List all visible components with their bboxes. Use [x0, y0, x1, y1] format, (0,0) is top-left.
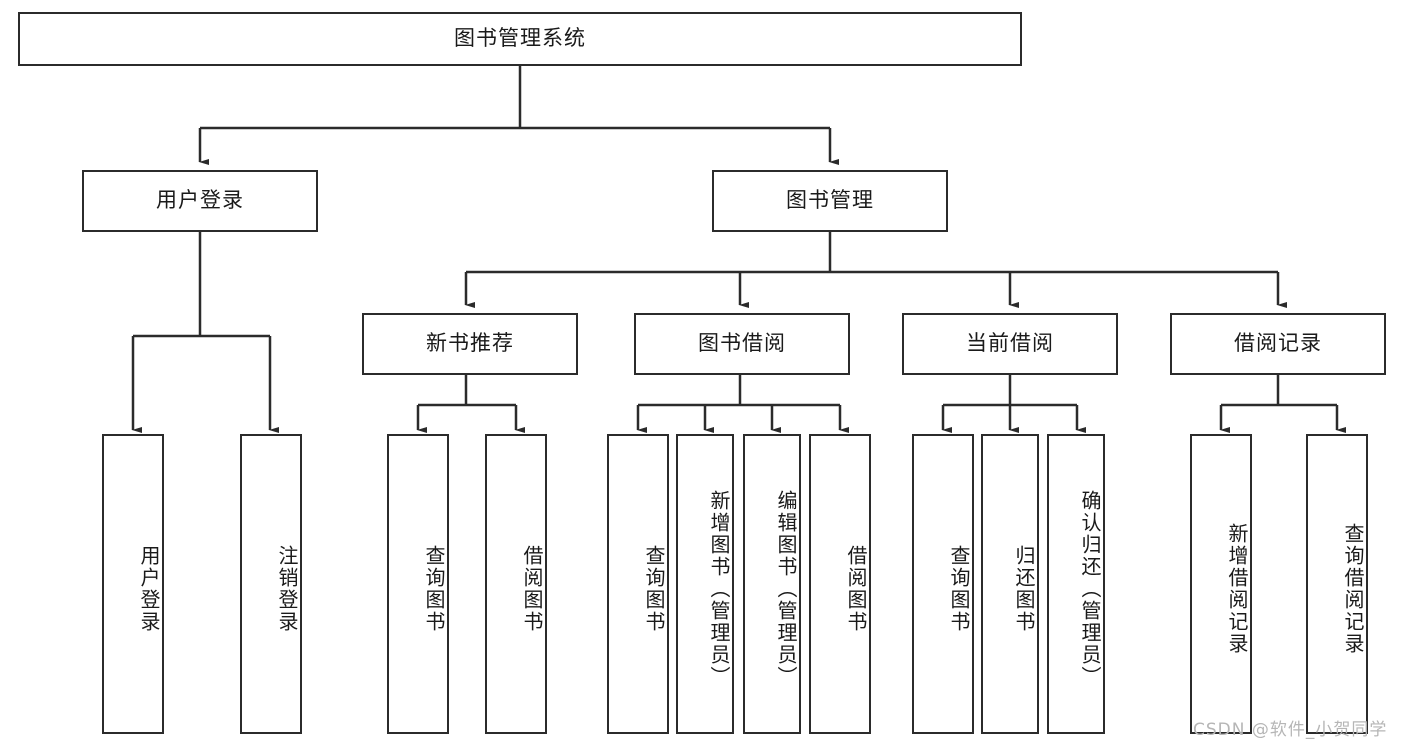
node-leaf-query-book-2[interactable]: 查询图书 — [607, 434, 669, 734]
node-user-login-label: 用户登录 — [156, 188, 244, 213]
node-leaf-user-logout-label: 注销登录 — [275, 545, 299, 633]
node-leaf-query-book-1-label: 查询图书 — [422, 545, 446, 633]
node-leaf-query-book-3-label: 查询图书 — [947, 545, 971, 633]
node-leaf-edit-book-label: 编辑图书（管理员） — [774, 490, 798, 688]
node-borrow-record[interactable]: 借阅记录 — [1170, 313, 1386, 375]
node-leaf-borrow-book-2-label: 借阅图书 — [844, 545, 868, 633]
node-leaf-borrow-book-1[interactable]: 借阅图书 — [485, 434, 547, 734]
node-leaf-add-record-label: 新增借阅记录 — [1225, 523, 1249, 655]
node-leaf-user-login[interactable]: 用户登录 — [102, 434, 164, 734]
node-book-borrow-label: 图书借阅 — [698, 331, 786, 356]
node-leaf-borrow-book-2[interactable]: 借阅图书 — [809, 434, 871, 734]
node-user-login[interactable]: 用户登录 — [82, 170, 318, 232]
node-leaf-query-book-1[interactable]: 查询图书 — [387, 434, 449, 734]
node-root[interactable]: 图书管理系统 — [18, 12, 1022, 66]
node-leaf-borrow-book-1-label: 借阅图书 — [520, 545, 544, 633]
node-book-manage[interactable]: 图书管理 — [712, 170, 948, 232]
node-leaf-query-book-3[interactable]: 查询图书 — [912, 434, 974, 734]
node-borrow-record-label: 借阅记录 — [1234, 331, 1322, 356]
node-leaf-query-book-2-label: 查询图书 — [642, 545, 666, 633]
node-leaf-add-book-label: 新增图书（管理员） — [707, 490, 731, 688]
node-leaf-add-record[interactable]: 新增借阅记录 — [1190, 434, 1252, 734]
node-leaf-user-logout[interactable]: 注销登录 — [240, 434, 302, 734]
node-leaf-add-book[interactable]: 新增图书（管理员） — [676, 434, 734, 734]
node-leaf-user-login-label: 用户登录 — [137, 545, 161, 633]
node-leaf-return-book[interactable]: 归还图书 — [981, 434, 1039, 734]
node-leaf-return-book-label: 归还图书 — [1012, 545, 1036, 633]
node-leaf-confirm-return-label: 确认归还（管理员） — [1078, 490, 1102, 688]
node-book-borrow[interactable]: 图书借阅 — [634, 313, 850, 375]
node-leaf-edit-book[interactable]: 编辑图书（管理员） — [743, 434, 801, 734]
node-current-borrow-label: 当前借阅 — [966, 331, 1054, 356]
node-new-book-recommend[interactable]: 新书推荐 — [362, 313, 578, 375]
node-book-manage-label: 图书管理 — [786, 188, 874, 213]
node-leaf-confirm-return[interactable]: 确认归还（管理员） — [1047, 434, 1105, 734]
node-new-book-recommend-label: 新书推荐 — [426, 331, 514, 356]
watermark: CSDN @软件_小贺同学 — [1193, 720, 1388, 740]
node-root-label: 图书管理系统 — [454, 26, 586, 51]
node-current-borrow[interactable]: 当前借阅 — [902, 313, 1118, 375]
node-leaf-query-record[interactable]: 查询借阅记录 — [1306, 434, 1368, 734]
node-leaf-query-record-label: 查询借阅记录 — [1341, 523, 1365, 655]
